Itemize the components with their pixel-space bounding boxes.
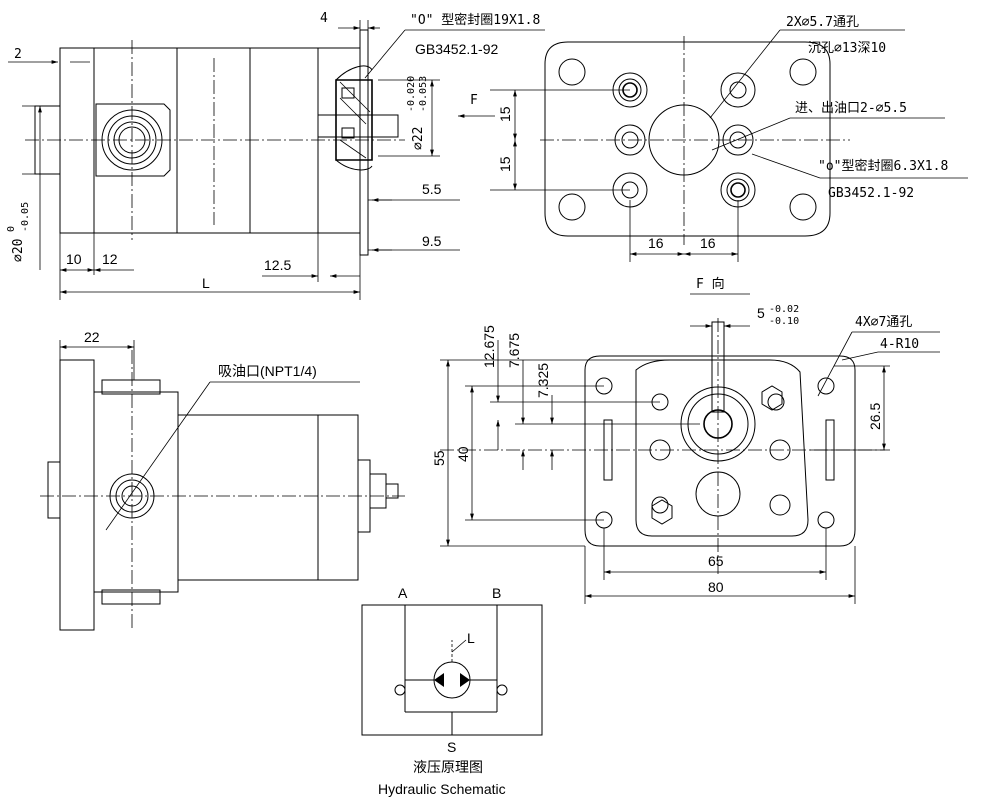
thru-holes-label: 2X⌀5.7通孔	[786, 15, 859, 30]
dim-dia-22-tol-upper: -0.020	[406, 76, 417, 112]
corner-radius-label: 4-R10	[880, 337, 919, 352]
dim-22: 22	[84, 329, 100, 345]
dim-10: 10	[66, 251, 82, 267]
schematic-label-L: L	[467, 630, 475, 646]
oring-6-std: GB3452.1-92	[828, 186, 914, 201]
f-view: F 向 5 -0.02 -0.10 4X⌀7通孔	[431, 276, 940, 604]
dim-4: 4	[320, 11, 328, 26]
dim-15-bottom: 15	[497, 156, 513, 172]
dim-65: 65	[708, 553, 724, 569]
port-face-view: 15 15 16 16 2X⌀5.7通孔 沉孔⌀13深10 进、出油口2-⌀5.…	[490, 15, 968, 262]
dim-12-5: 12.5	[264, 257, 291, 273]
oring-6-label: "o"型密封圈6.3X1.8	[818, 158, 948, 174]
schematic-label-B: B	[492, 585, 501, 601]
dim-55: 55	[431, 450, 447, 466]
dim-dia-22: ⌀22	[411, 127, 426, 150]
front-view: 2 4 "O" 型密封圈19X1.8 GB3452.1-92 ⌀22 -0.02…	[6, 11, 545, 300]
dim-key-5: 5	[757, 305, 765, 321]
f-view-title: F 向	[696, 276, 725, 292]
dim-dia-20-tol-lower: -0.05	[20, 202, 31, 232]
dim-7-675: 7.675	[506, 333, 522, 368]
dim-2: 2	[14, 47, 22, 62]
schematic-label-S: S	[447, 739, 456, 755]
dim-dia-22-tol-lower: -0.053	[418, 76, 429, 112]
schematic-title-en: Hydraulic Schematic	[378, 781, 506, 797]
dim-7-325: 7.325	[535, 363, 551, 398]
ports-label: 进、出油口2-⌀5.5	[795, 101, 907, 116]
dim-12: 12	[102, 251, 118, 267]
dim-key-tol-lower: -0.10	[769, 316, 799, 327]
dim-80: 80	[708, 579, 724, 595]
schematic-title-cn: 液压原理图	[413, 759, 483, 775]
counterbore-label: 沉孔⌀13深10	[808, 41, 886, 56]
dim-26-5: 26.5	[867, 403, 883, 430]
oring-19-label: "O" 型密封圈19X1.8	[410, 12, 540, 28]
dim-15-top: 15	[497, 106, 513, 122]
hydraulic-schematic: A B L S 液压原理图 Hydraulic Schematic	[361, 585, 543, 797]
suction-port-label: 吸油口(NPT1/4)	[218, 363, 317, 379]
dim-9-5: 9.5	[422, 233, 442, 249]
dim-16-left: 16	[648, 235, 664, 251]
dim-16-right: 16	[700, 235, 716, 251]
dim-5-5: 5.5	[422, 181, 442, 197]
dim-dia-20: ⌀20	[11, 239, 26, 262]
dim-key-tol-upper: -0.02	[769, 304, 799, 315]
side-view: 22 吸油口(NPT1/4)	[40, 329, 405, 631]
dim-dia-20-tol-upper: 0	[6, 226, 17, 232]
dim-L: L	[202, 275, 210, 291]
oring-19-std: GB3452.1-92	[415, 41, 498, 57]
schematic-label-A: A	[398, 585, 408, 601]
dim-12-675: 12.675	[481, 325, 497, 368]
arrow-f-label: F	[470, 93, 478, 108]
dim-40: 40	[455, 446, 471, 462]
mount-holes-label: 4X⌀7通孔	[855, 315, 912, 330]
